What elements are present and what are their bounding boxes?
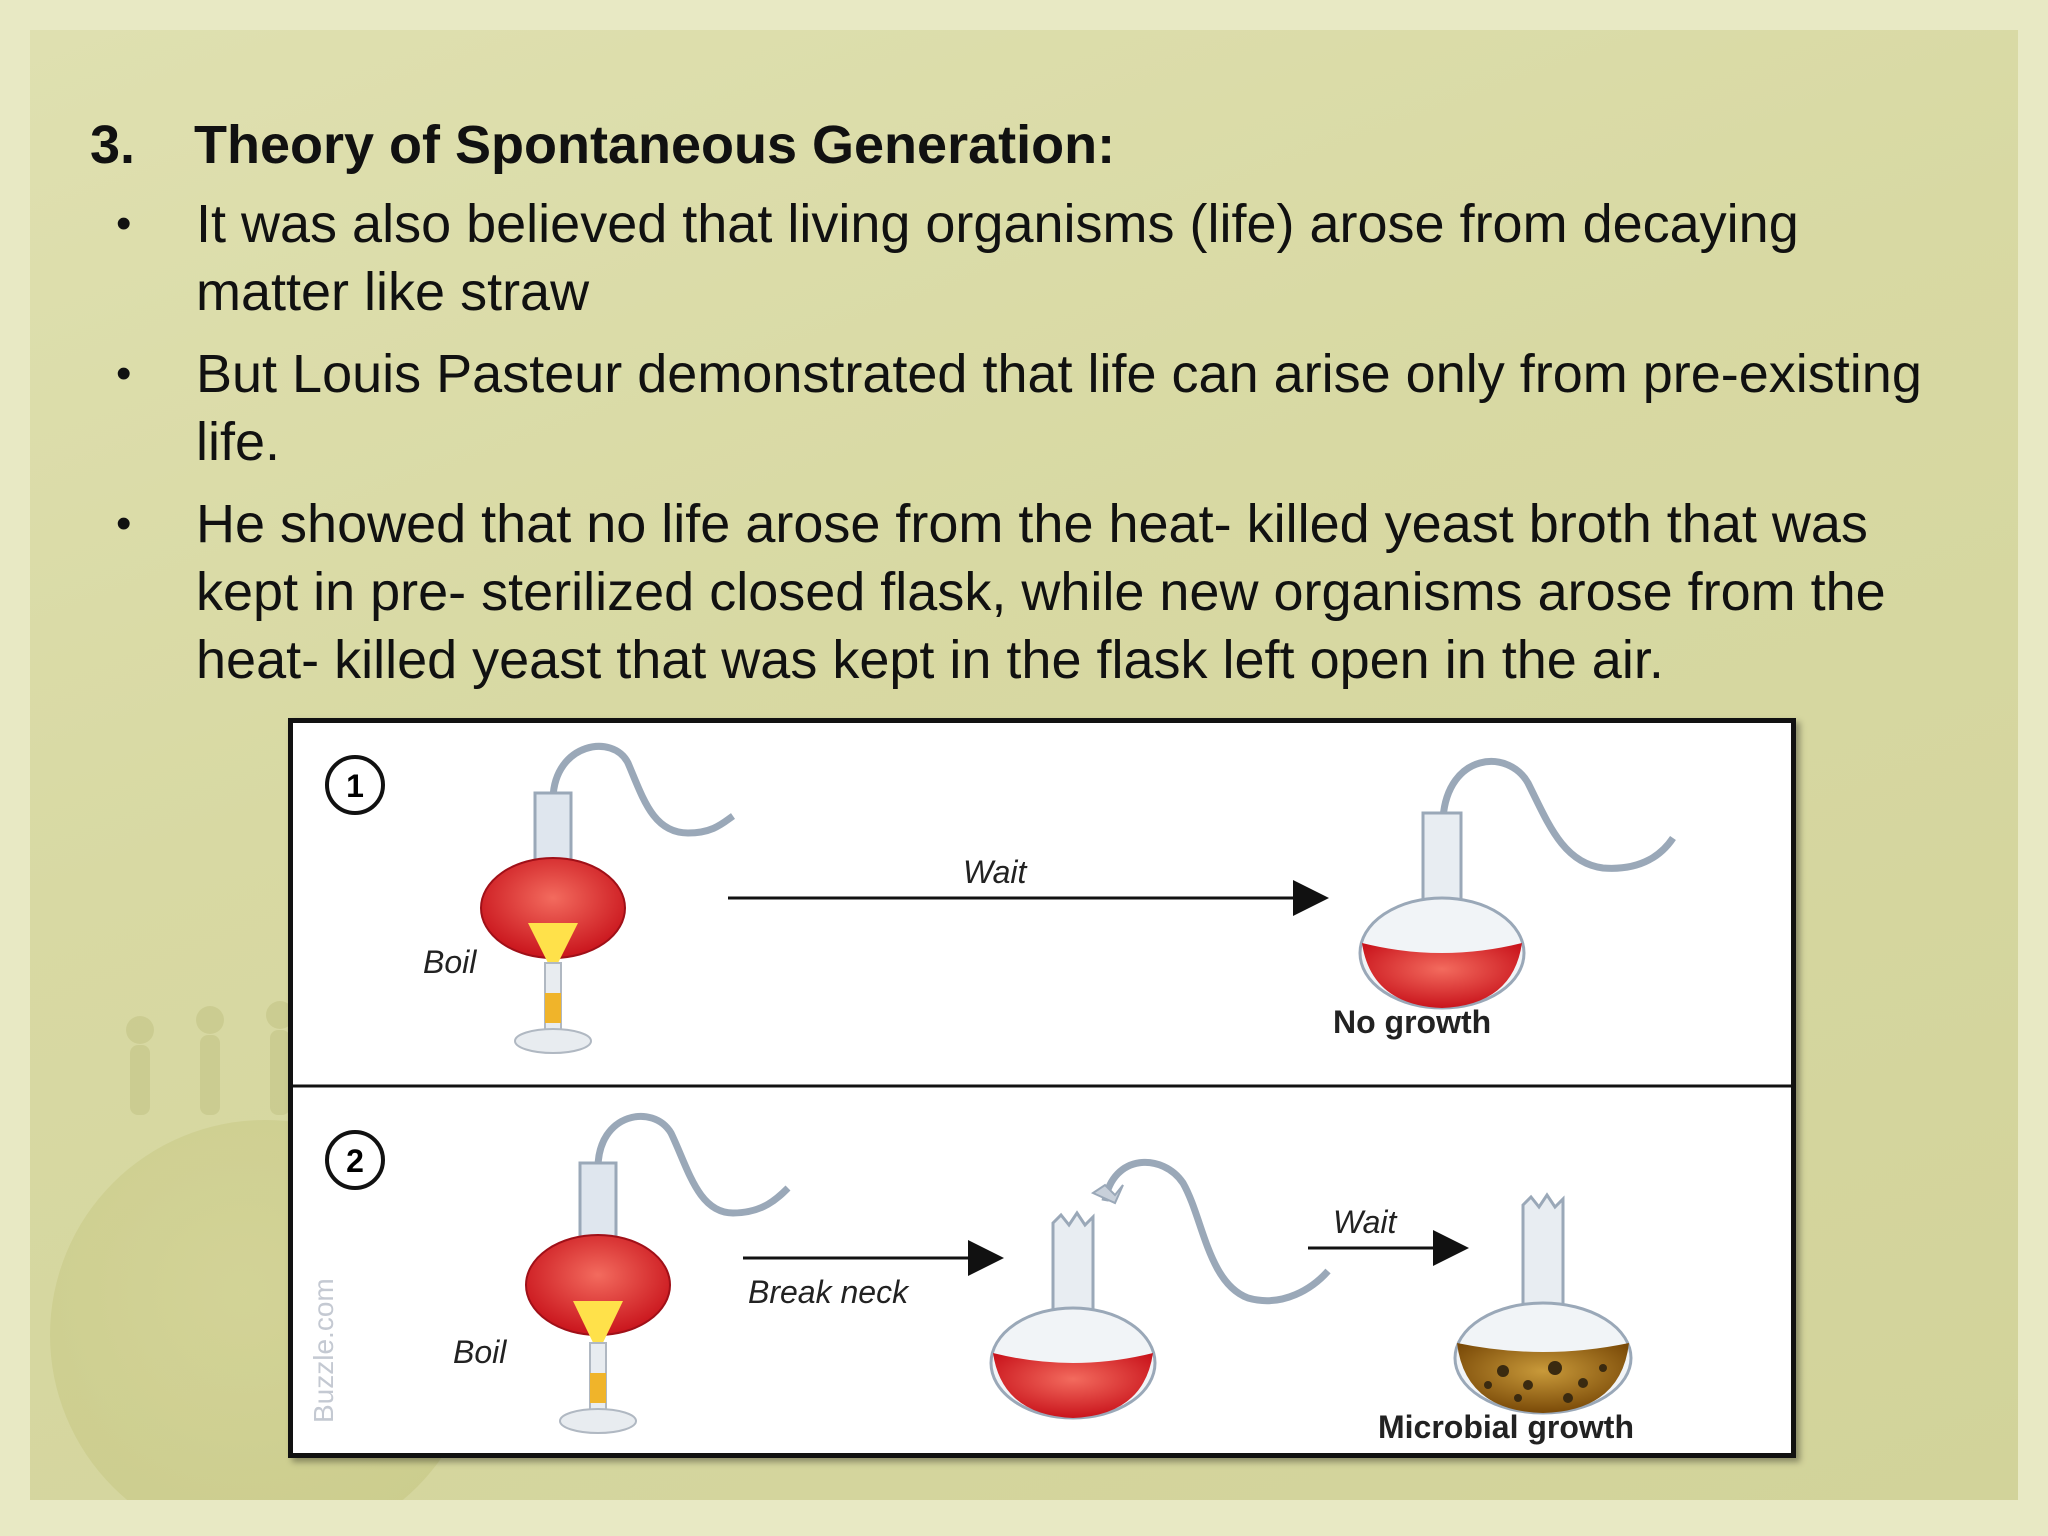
- panel2-result-label: Microbial growth: [1378, 1409, 1634, 1445]
- buzzle-watermark: Buzzle.com: [308, 1278, 339, 1423]
- panel1-number-circle: [325, 755, 385, 815]
- panel2-wait-label: Wait: [1333, 1204, 1398, 1240]
- panel2-growth-flask: [1453, 1192, 1633, 1415]
- heading-text: Theory of Spontaneous Generation:: [194, 115, 1116, 175]
- pasteur-experiment-figure: 1 Boil Wait No growth 2: [288, 718, 1796, 1458]
- panel1-boil-label: Boil: [423, 944, 477, 980]
- heading-number: 3.: [90, 115, 136, 175]
- panel1-result-label: No growth: [1333, 1004, 1491, 1040]
- bullet-item: • He showed that no life arose from the h…: [90, 490, 1930, 694]
- bullet-list: • It was also believed that living organi…: [90, 190, 1930, 708]
- bullet-text: It was also believed that living organis…: [196, 194, 1799, 322]
- bullet-dot: •: [116, 199, 132, 248]
- bullet-text: He showed that no life arose from the he…: [196, 494, 1886, 690]
- experiment-diagram: 1 Boil Wait No growth 2: [293, 742, 1791, 1445]
- panel2-boil-label: Boil: [453, 1334, 507, 1370]
- bullet-item: • It was also believed that living organi…: [90, 190, 1930, 326]
- bullet-dot: •: [116, 349, 132, 398]
- panel1-number: 1: [346, 768, 364, 804]
- bullet-text: But Louis Pasteur demonstrated that life…: [196, 344, 1922, 472]
- panel2-broken-flask: [989, 1158, 1331, 1420]
- panel2-number: 2: [346, 1143, 364, 1179]
- panel1-intact-flask: [1358, 758, 1676, 1010]
- panel1-wait-label: Wait: [963, 854, 1028, 890]
- slide-heading: 3. Theory of Spontaneous Generation:: [90, 114, 1115, 176]
- bullet-item: • But Louis Pasteur demonstrated that lif…: [90, 340, 1930, 476]
- bullet-dot: •: [116, 499, 132, 548]
- panel1-boiling-flask: [480, 742, 736, 1054]
- panel2-break-label: Break neck: [748, 1274, 910, 1310]
- panel2-number-circle: [325, 1130, 385, 1190]
- panel2-boiling-flask: [525, 1112, 791, 1434]
